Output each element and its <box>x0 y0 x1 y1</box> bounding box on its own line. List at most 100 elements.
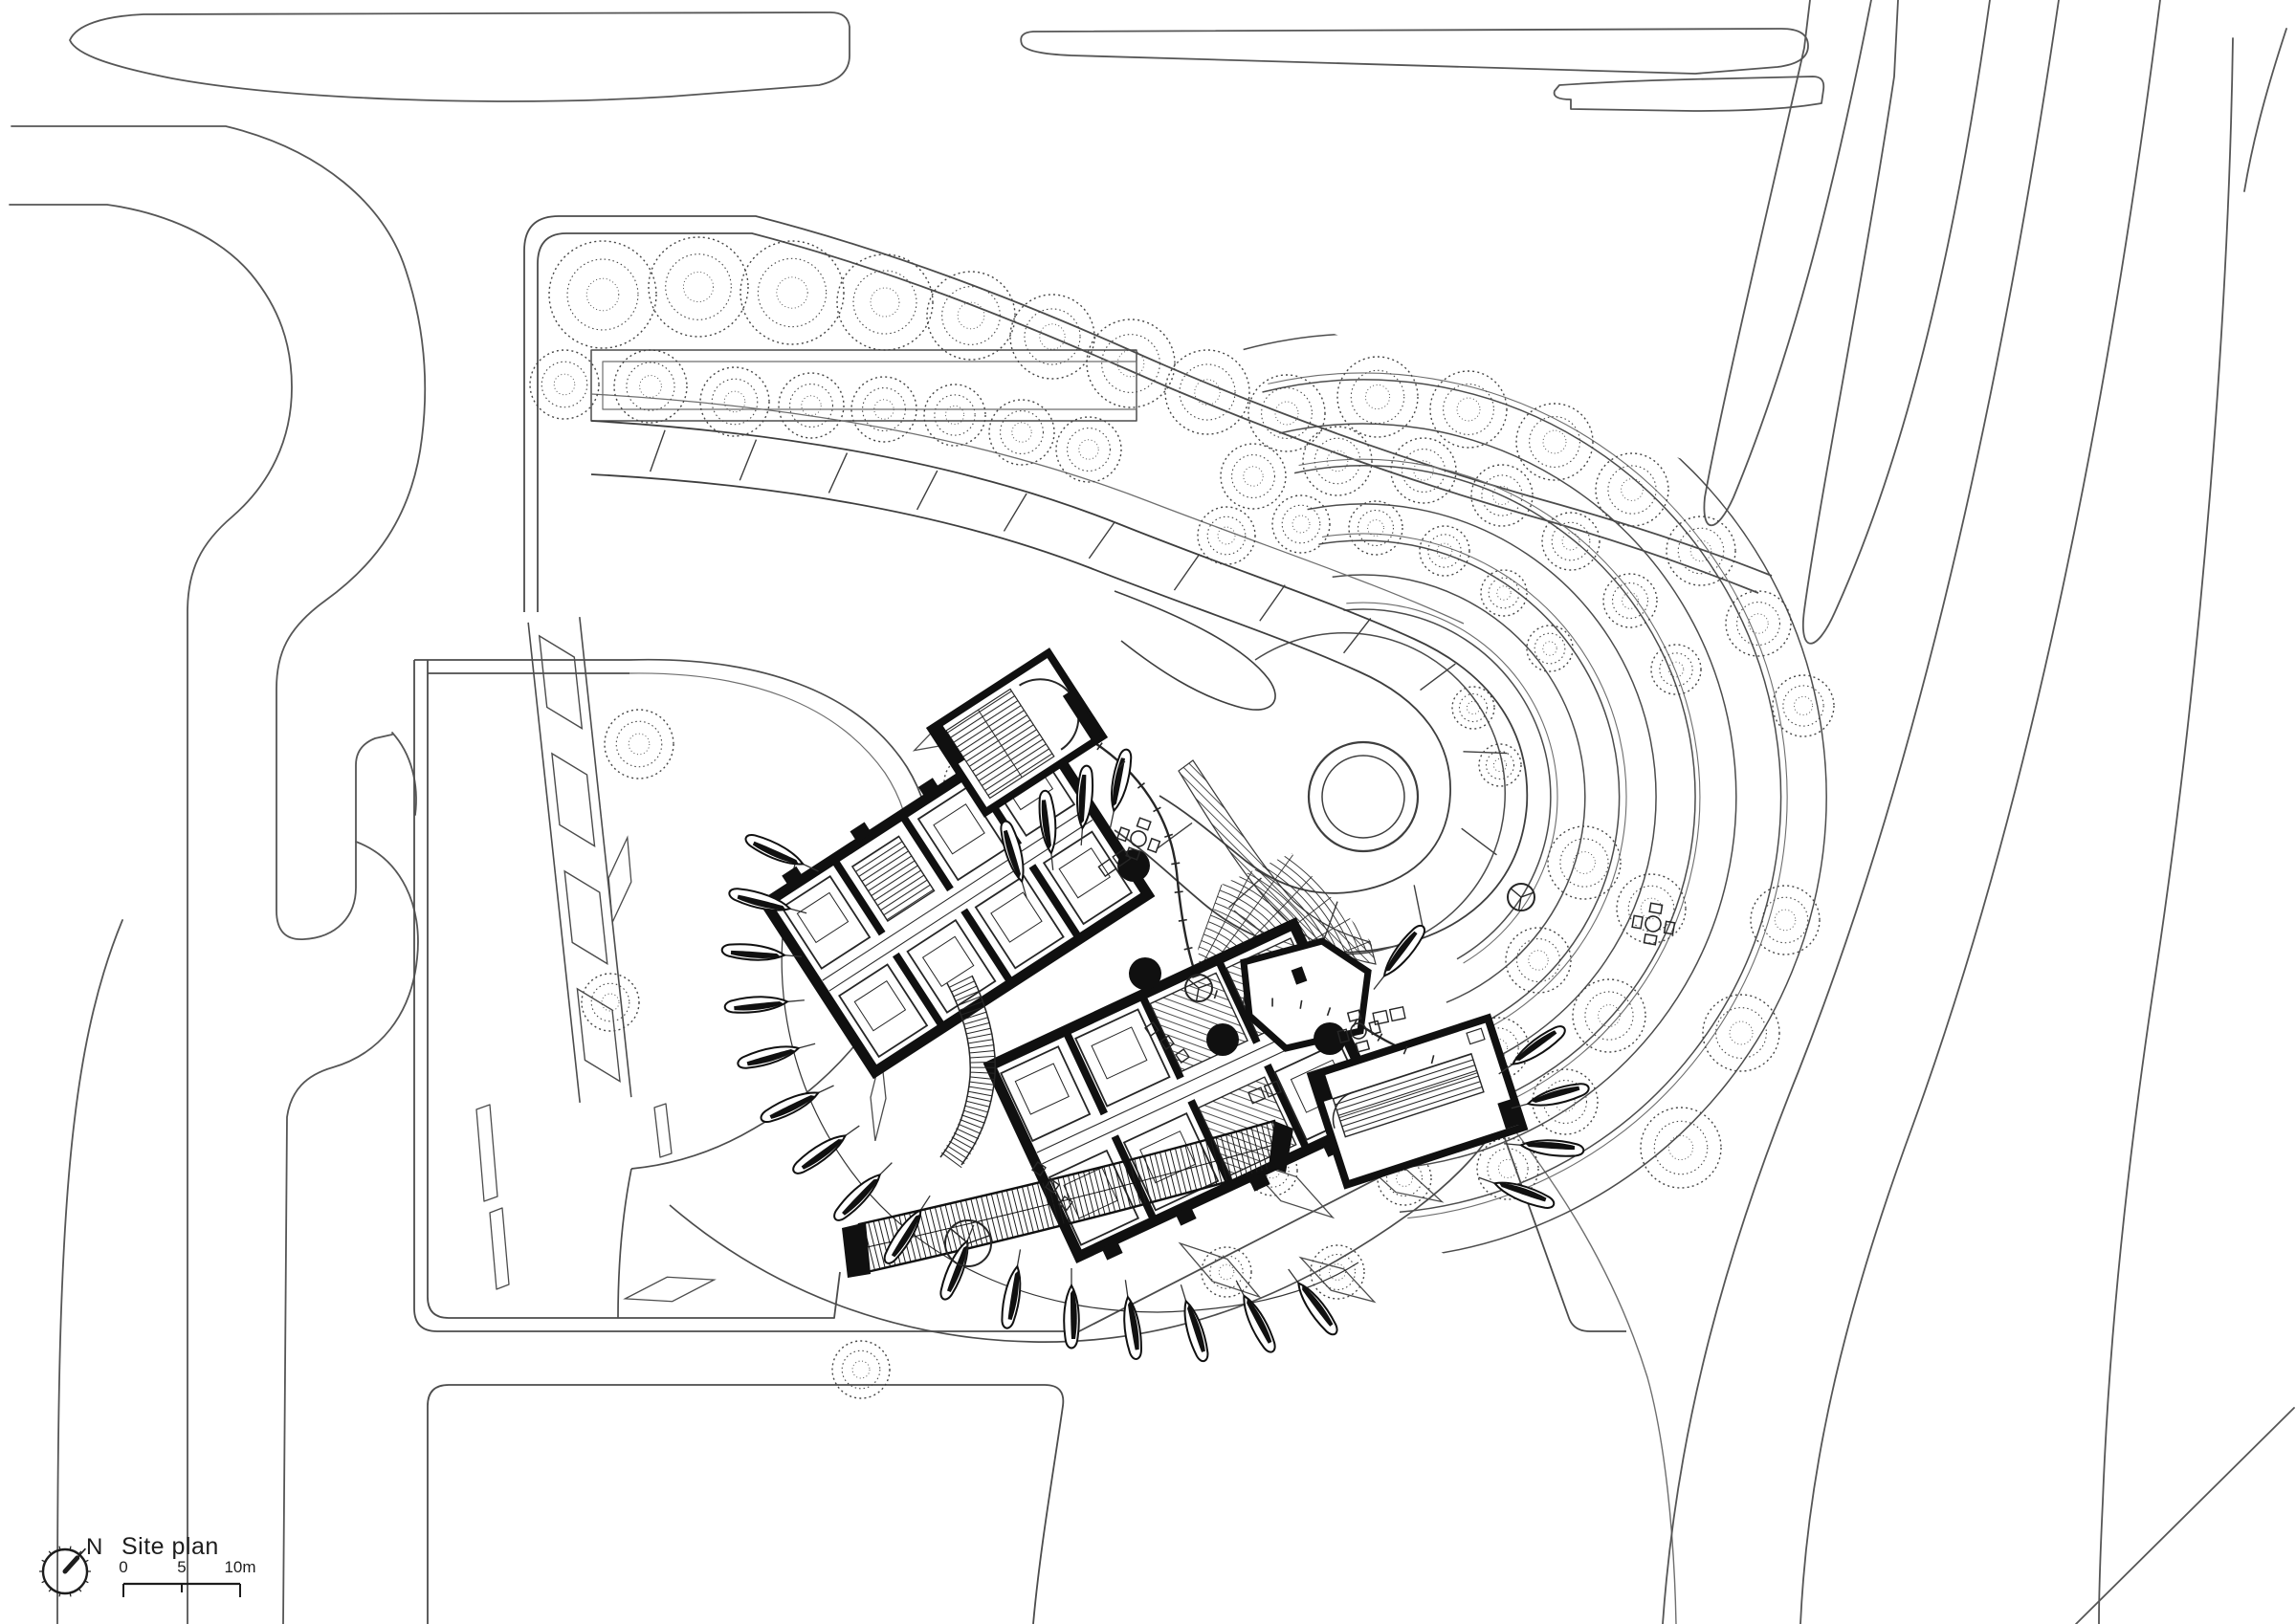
lane-tick <box>828 452 849 494</box>
fin-blade-core <box>1498 1182 1547 1202</box>
tree <box>1271 494 1331 554</box>
chair <box>1346 1009 1362 1022</box>
stair-rung <box>965 1100 990 1108</box>
tree <box>648 236 749 338</box>
tree <box>778 372 845 439</box>
stair-rung <box>969 1076 995 1080</box>
tree-canopy-inner <box>1101 334 1160 393</box>
tree-canopy-outline <box>581 973 640 1032</box>
tree-canopy-inner <box>566 258 639 331</box>
tree-canopy-outline <box>1247 1145 1298 1196</box>
column-dot <box>1314 1022 1346 1055</box>
tree-canopy-core <box>1466 700 1481 715</box>
chair <box>1648 902 1664 915</box>
tree-canopy-outline <box>1310 1244 1365 1300</box>
fin-link <box>1050 852 1054 870</box>
facade-segment-tick <box>1178 918 1187 922</box>
tree-canopy-inner <box>1653 1120 1709 1175</box>
scale-label-0: 0 <box>119 1558 127 1576</box>
fin-blade-core <box>769 1095 816 1119</box>
bench <box>1263 1080 1282 1098</box>
tree <box>1547 825 1622 900</box>
tree-canopy-outline <box>1336 356 1419 438</box>
tree-canopy-inner <box>1314 437 1361 485</box>
strip-edge <box>579 617 632 1098</box>
tree-canopy-outline <box>529 349 600 420</box>
facade-segment-tick <box>1164 833 1174 838</box>
north-tick <box>41 1559 47 1563</box>
tree-canopy-outline <box>1201 1246 1252 1298</box>
fin-link <box>919 1195 931 1211</box>
facade-fin <box>723 996 805 1014</box>
chair <box>1643 933 1658 946</box>
sphere-facet <box>1187 978 1200 989</box>
sphere-facet <box>1198 982 1212 989</box>
tree <box>1429 370 1508 449</box>
tree-canopy-outline <box>699 366 770 437</box>
tree-canopy-core <box>1436 542 1453 560</box>
facade-fin <box>833 1162 893 1221</box>
lane-tick <box>1088 521 1115 560</box>
fin-blade-core <box>1007 1270 1020 1320</box>
fin-link <box>1016 1249 1022 1267</box>
tree-canopy-outline <box>613 349 688 424</box>
fin-blade-core <box>801 1139 844 1170</box>
drawing-title: Site plan <box>121 1533 219 1560</box>
tree-canopy-outline <box>1515 403 1594 481</box>
stair-rung <box>970 1071 996 1074</box>
fin-link <box>1235 1280 1245 1297</box>
tree-canopy-outline <box>1725 590 1792 657</box>
tree-canopy-outline <box>1547 825 1622 900</box>
sculpture-sphere <box>944 1219 992 1267</box>
tree <box>1541 512 1601 571</box>
table <box>1130 830 1147 847</box>
facade-segment-tick <box>1191 974 1201 978</box>
tree <box>850 376 917 443</box>
fin-link <box>789 908 807 914</box>
tree-canopy-core <box>801 395 822 416</box>
median-island <box>1020 28 1809 75</box>
tree-canopy-core <box>1396 1170 1413 1187</box>
column-dot <box>1206 1023 1239 1056</box>
tree-canopy-inner <box>1179 363 1236 421</box>
sphere-facet <box>1520 891 1534 898</box>
tree-canopy-core <box>1598 1004 1621 1027</box>
tree-canopy-inner <box>1543 1080 1587 1124</box>
tree-canopy-inner <box>1529 416 1580 468</box>
tree-canopy-outline <box>1602 573 1658 628</box>
tree-canopy-outline <box>923 384 986 447</box>
tree <box>1572 978 1646 1053</box>
drawing-footer: N Site plan 0 5 10m <box>39 1533 256 1597</box>
facade-fin <box>1063 1268 1080 1350</box>
street-network <box>9 11 1825 1624</box>
tree-canopy-core <box>1774 909 1797 932</box>
site-furniture <box>944 817 1676 1267</box>
stair-rung <box>969 1081 995 1086</box>
north-tick <box>58 1591 61 1597</box>
circular-fountain-outer <box>1307 740 1420 853</box>
tree-canopy-outline <box>1164 349 1250 435</box>
door-dash <box>1175 1048 1190 1064</box>
stair-rung <box>960 1006 985 1016</box>
stair-rung <box>968 1039 994 1044</box>
tree-canopy-outline <box>1480 569 1528 617</box>
tree-canopy-core <box>1364 384 1391 410</box>
stair-rung <box>963 1017 988 1025</box>
tree <box>1505 927 1572 994</box>
tree-canopy-core <box>1413 460 1434 481</box>
north-tick <box>69 1546 72 1551</box>
tree-canopy-inner <box>862 387 906 431</box>
median-island <box>1553 76 1825 112</box>
sphere-facet <box>950 1228 969 1244</box>
fin-link <box>879 1162 893 1175</box>
facade-segment-tick <box>1171 862 1181 866</box>
stair-rung <box>966 1095 992 1103</box>
stair-rung <box>967 1033 993 1040</box>
terrace-garden-arcs <box>1243 333 1827 1260</box>
tree <box>831 1340 891 1399</box>
fin-blade-core <box>1128 1300 1139 1350</box>
tree <box>613 349 688 424</box>
tree-canopy-outline <box>1247 374 1326 452</box>
tree-canopy-outline <box>1478 743 1522 787</box>
